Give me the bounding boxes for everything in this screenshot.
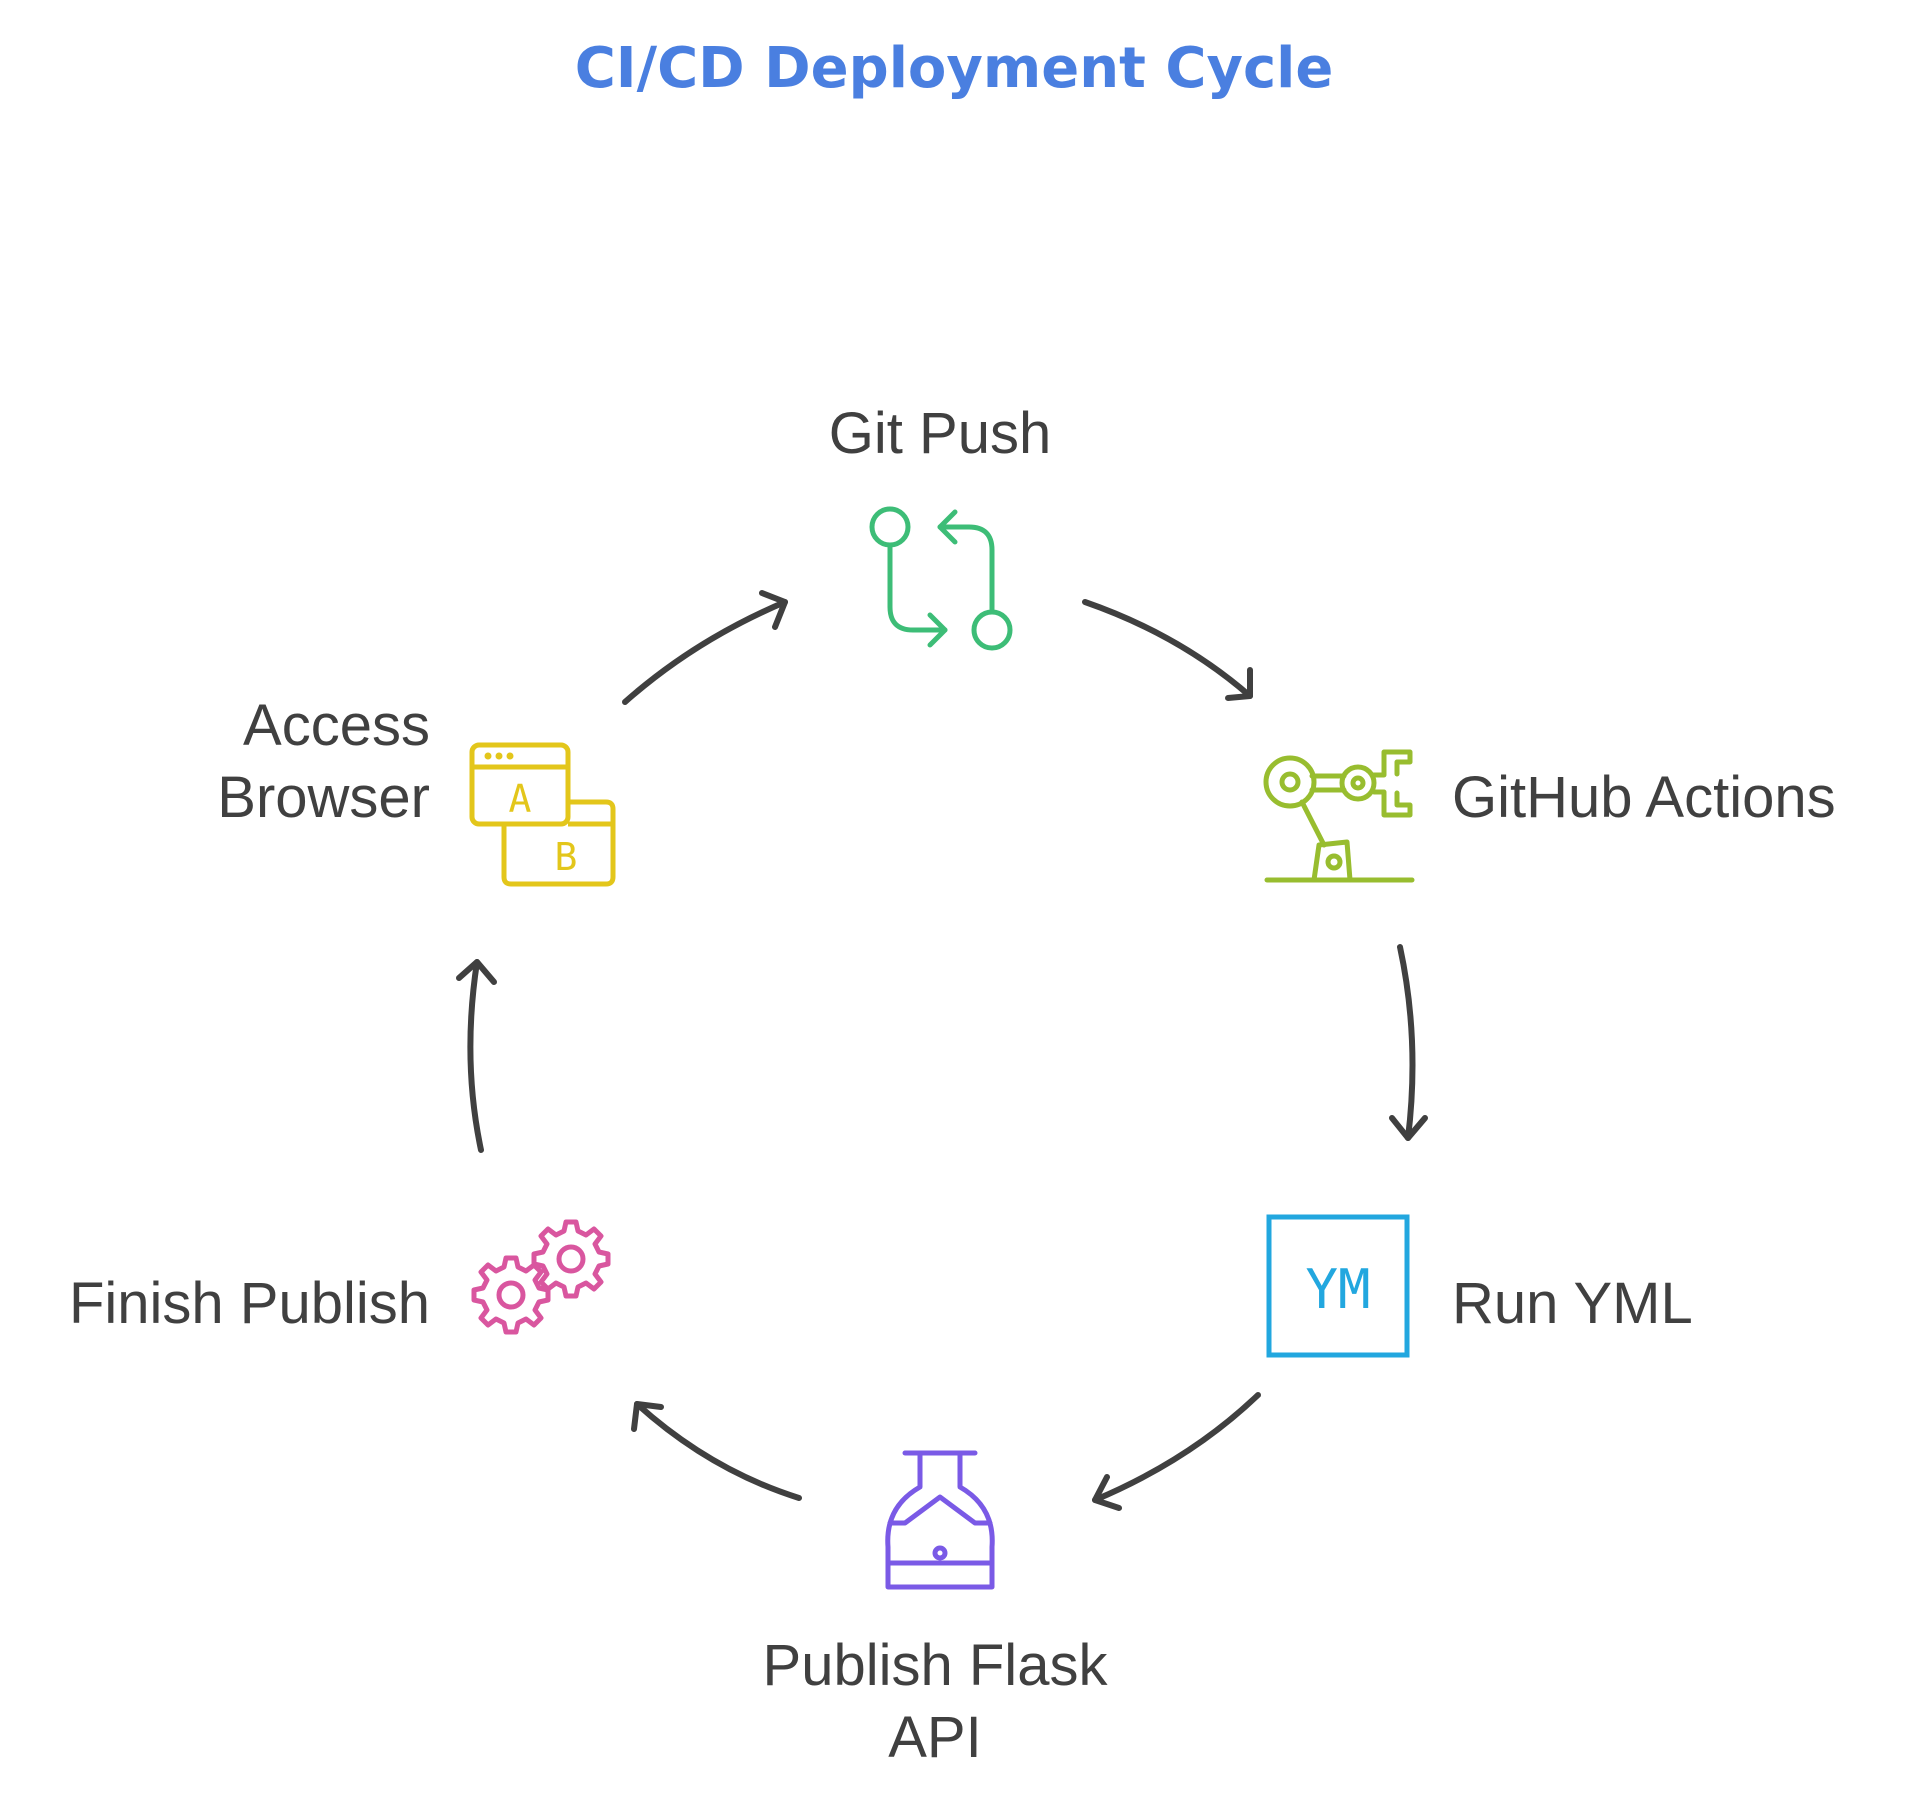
diagram-title: CI/CD Deployment Cycle — [574, 36, 1334, 101]
node-label-access-browser-line1: Access — [243, 693, 430, 758]
ab-icon-text-b: B — [555, 835, 578, 879]
git-pull-request-icon — [869, 506, 1013, 651]
node-label-git-push: Git Push — [828, 401, 1052, 466]
flask-icon — [885, 1450, 995, 1590]
node-label-access-browser-line2: Browser — [217, 765, 430, 830]
node-label-finish-publish: Finish Publish — [68, 1271, 430, 1336]
node-label-publish-flask-line2: API — [888, 1705, 982, 1770]
node-label-publish-flask: Publish Flask API — [700, 1630, 1170, 1774]
arrow-github-actions-to-run-yml — [1389, 944, 1428, 1141]
yml-icon-text: YM — [1305, 1258, 1370, 1321]
node-label-run-yml: Run YML — [1452, 1271, 1693, 1336]
ab-browser-windows-icon: A B — [469, 742, 616, 887]
arrow-run-yml-to-publish-flask — [1092, 1392, 1261, 1511]
node-label-publish-flask-line1: Publish Flask — [762, 1633, 1108, 1698]
robot-arm-icon — [1263, 749, 1415, 883]
node-label-access-browser: Access Browser — [30, 690, 430, 834]
arrow-git-push-to-github-actions — [1082, 599, 1253, 701]
yml-file-icon: YM — [1266, 1214, 1410, 1358]
node-label-github-actions: GitHub Actions — [1452, 765, 1836, 830]
arrow-access-browser-to-git-push — [622, 590, 788, 705]
gears-icon — [471, 1219, 611, 1335]
arrow-publish-flask-to-finish-publish — [631, 1401, 802, 1501]
ab-icon-text-a: A — [509, 777, 532, 821]
arrow-finish-publish-to-access-browser — [456, 959, 497, 1153]
